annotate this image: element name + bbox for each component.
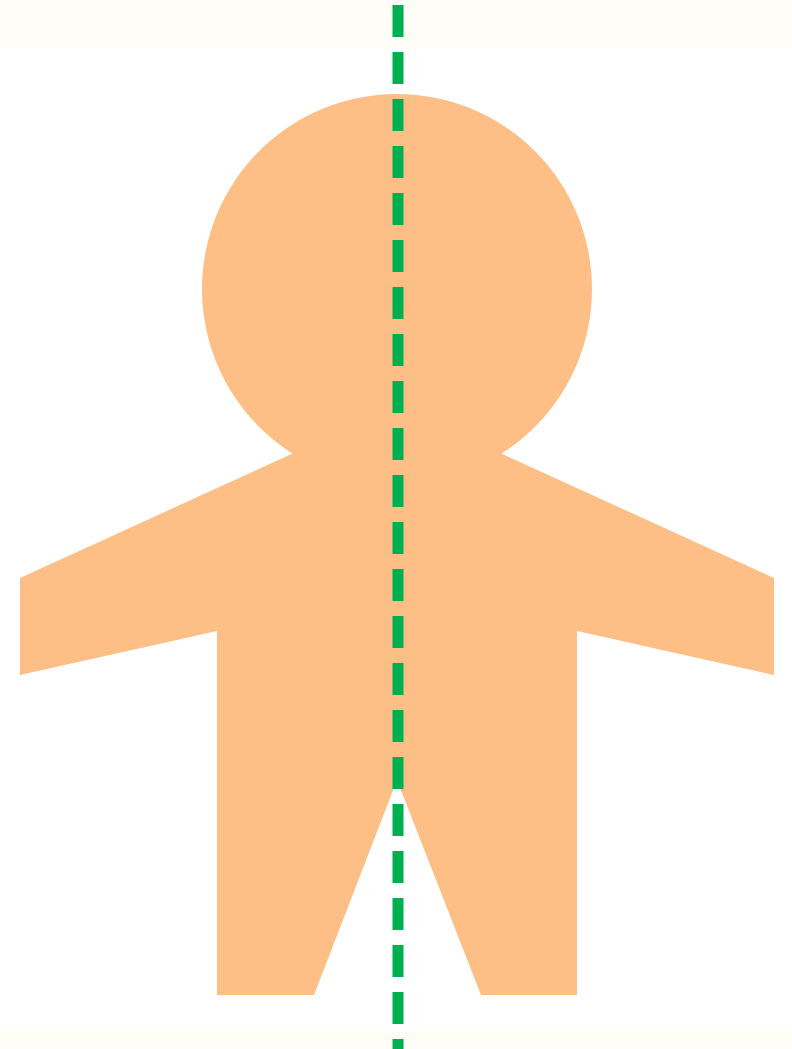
figure-canvas (0, 0, 792, 1049)
symmetry-diagram (0, 0, 792, 1049)
